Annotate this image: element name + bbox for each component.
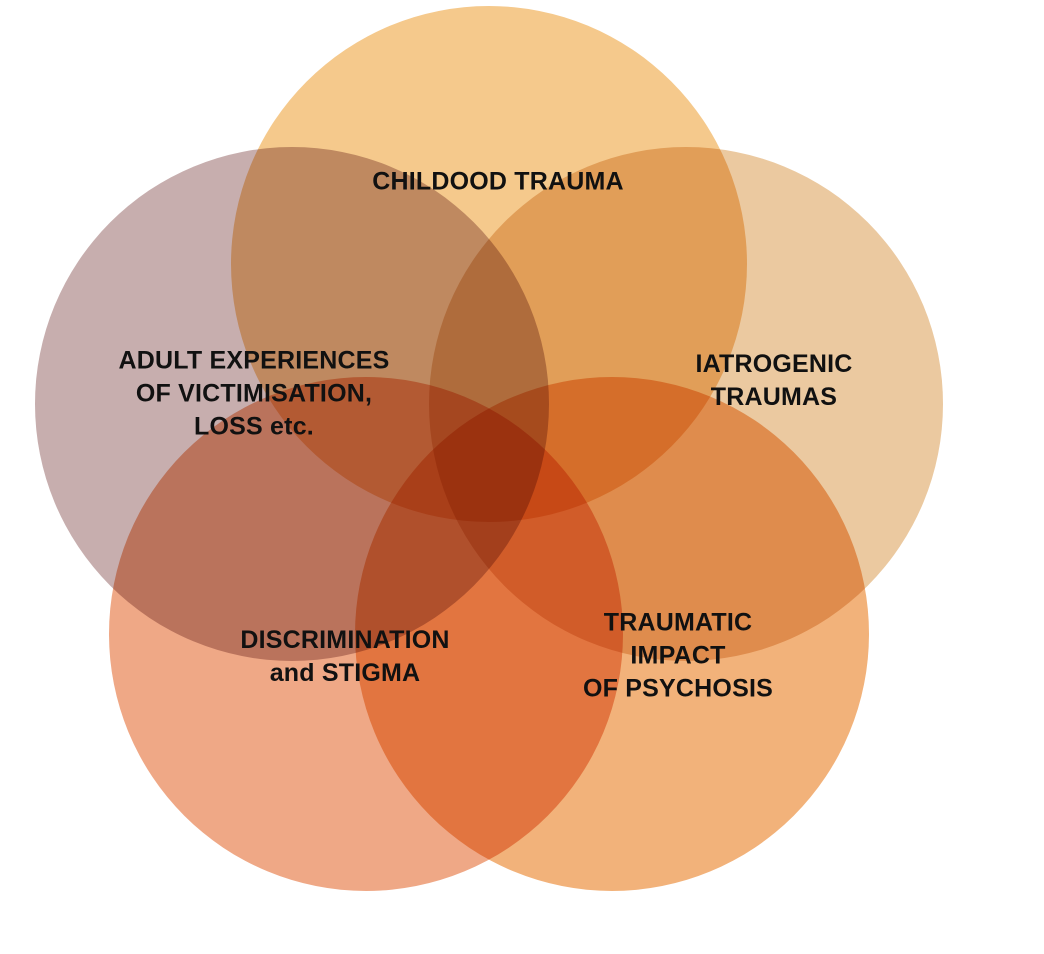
- label-line: ADULT EXPERIENCES: [118, 346, 390, 375]
- label-line: TRAUMAS: [710, 383, 838, 411]
- label-childhood-trauma: CHILDOOD TRAUMA: [372, 166, 624, 199]
- label-line: IMPACT: [630, 641, 726, 670]
- label-discrimination-stigma: DISCRIMINATION and STIGMA: [240, 624, 449, 690]
- label-line: OF PSYCHOSIS: [583, 674, 773, 703]
- label-line: TRAUMATIC: [603, 608, 753, 637]
- label-line: CHILDOOD TRAUMA: [372, 167, 624, 196]
- label-line: and STIGMA: [269, 659, 421, 687]
- label-line: OF VICTIMISATION,: [135, 379, 373, 408]
- label-line: LOSS etc.: [194, 412, 314, 441]
- label-line: DISCRIMINATION: [240, 626, 450, 654]
- label-adult-experiences: ADULT EXPERIENCES OF VICTIMISATION, LOSS…: [118, 345, 389, 444]
- label-traumatic-impact: TRAUMATIC IMPACT OF PSYCHOSIS: [583, 607, 773, 706]
- circle-adult-experiences: [35, 147, 549, 661]
- label-iatrogenic-traumas: IATROGENIC TRAUMAS: [695, 348, 852, 414]
- label-line: IATROGENIC: [695, 350, 853, 378]
